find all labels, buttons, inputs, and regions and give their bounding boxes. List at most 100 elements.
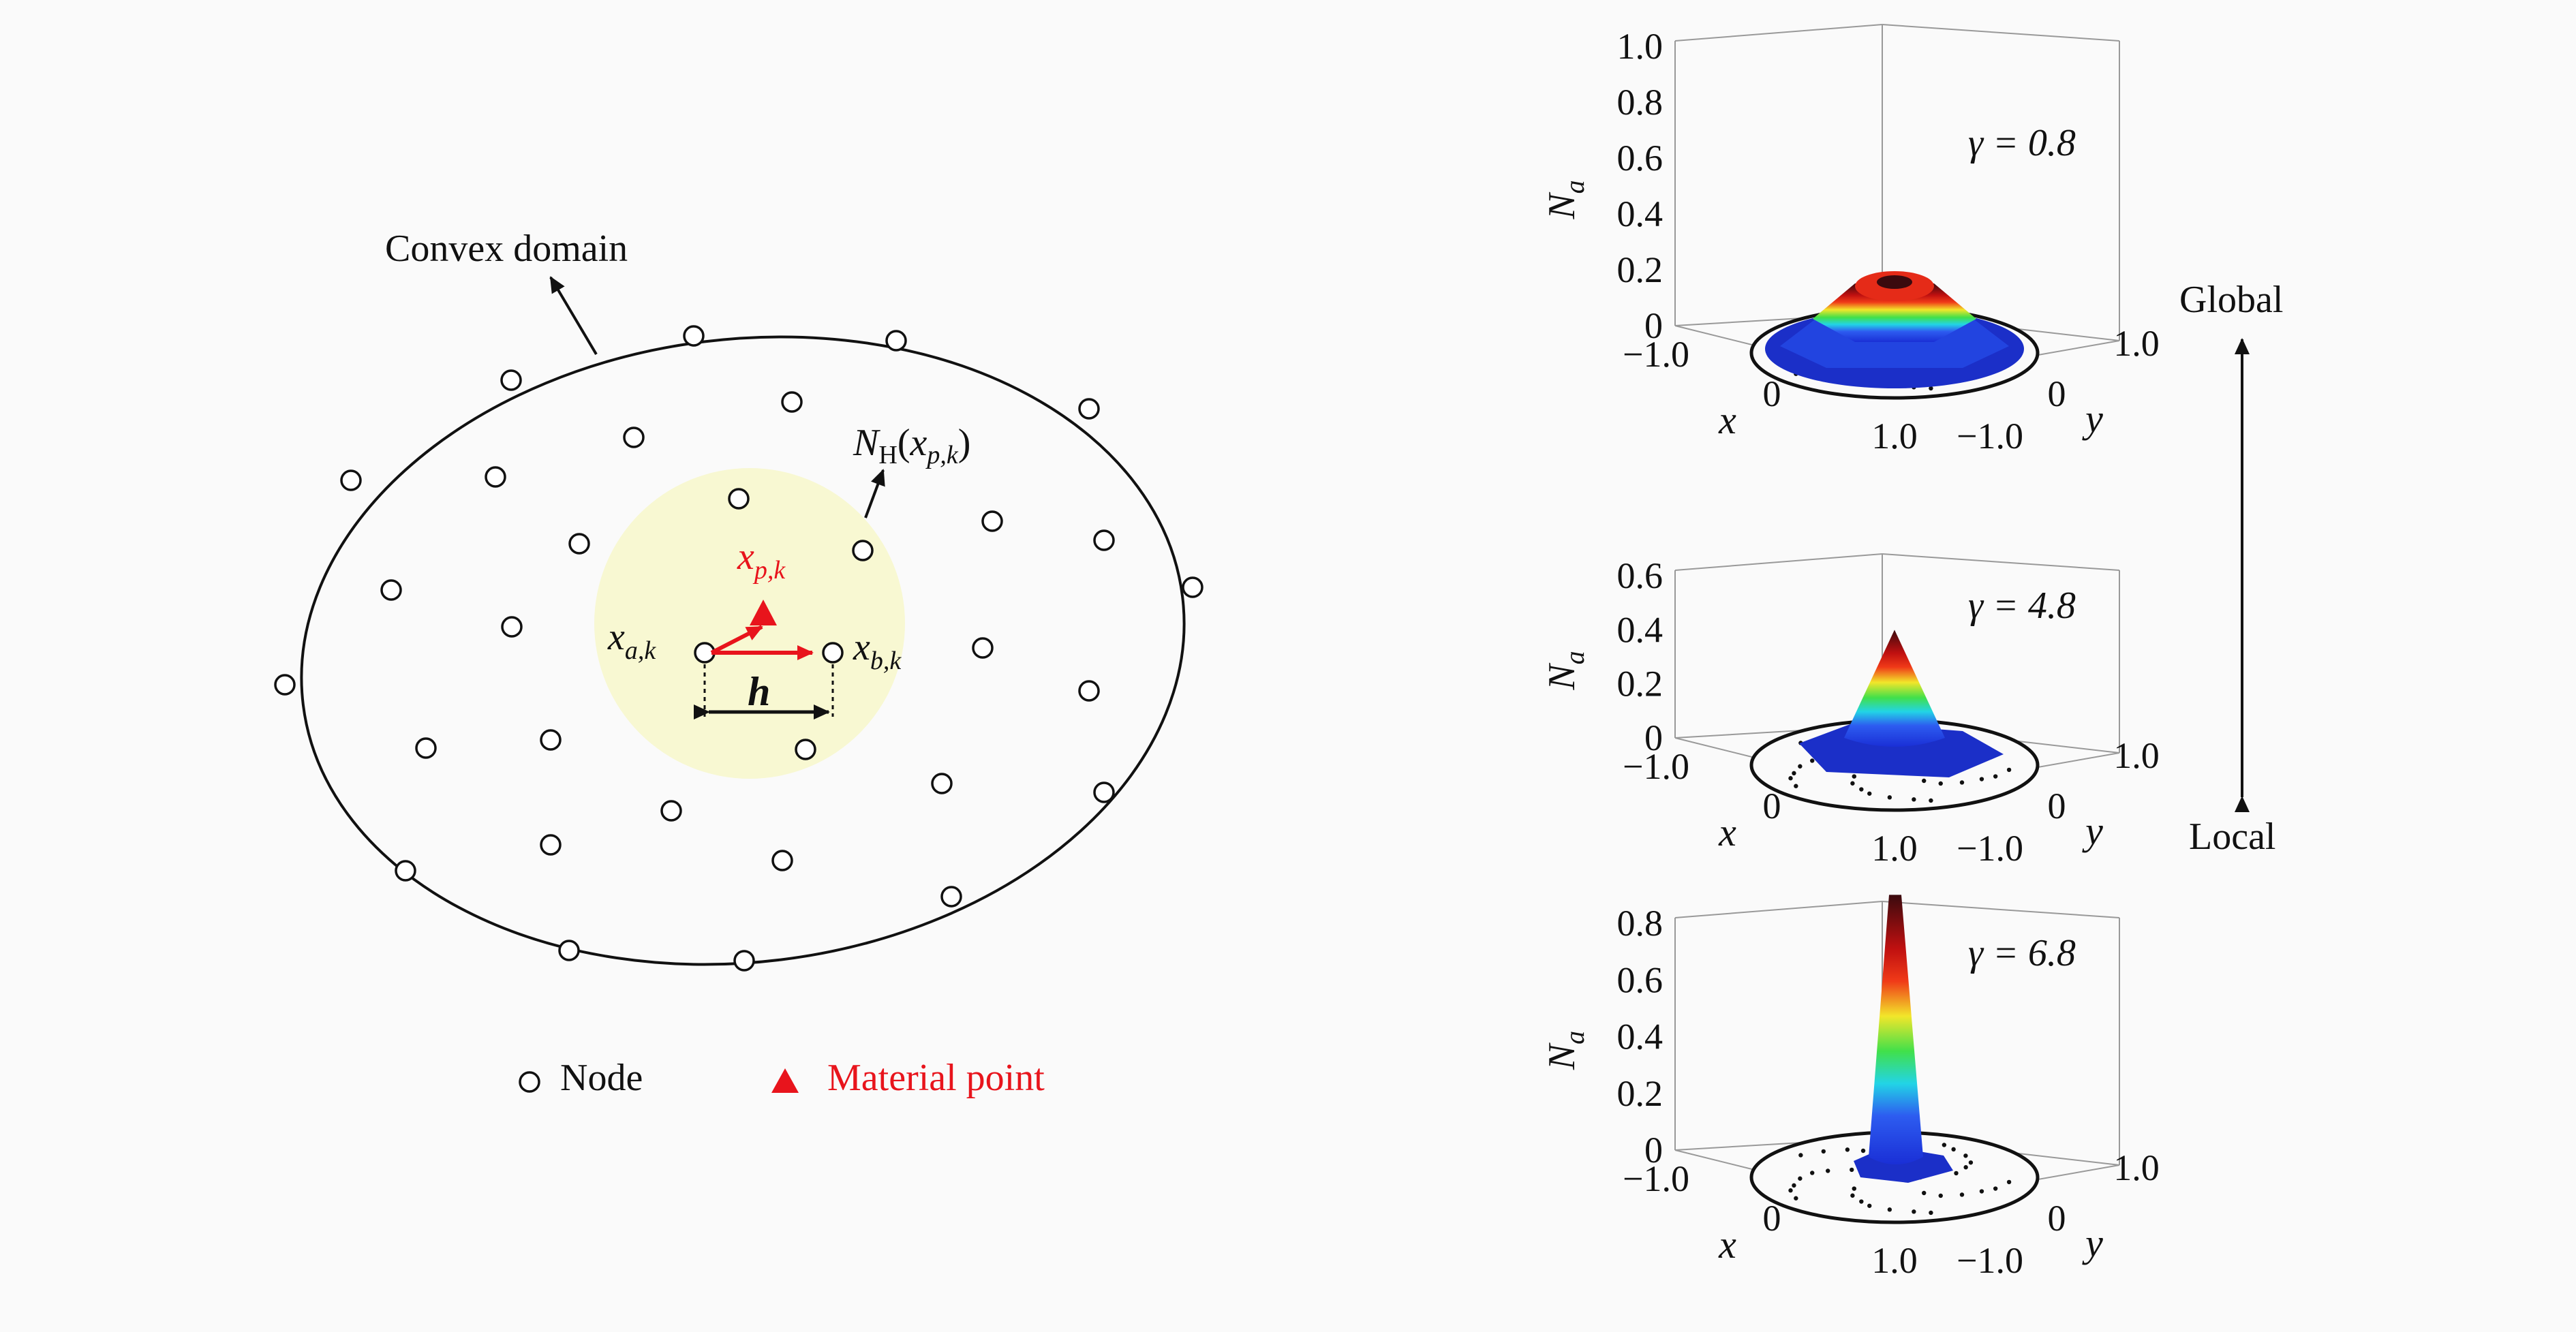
plot-node-dot bbox=[1860, 1148, 1866, 1153]
y-tick-label: −1.0 bbox=[1957, 828, 2023, 869]
z-tick-label: 0 bbox=[1644, 1130, 1663, 1171]
z-tick-label: 0.4 bbox=[1617, 1017, 1663, 1057]
plot-node-dot bbox=[1979, 777, 1984, 781]
z-axis-label: Na bbox=[1541, 1031, 1590, 1070]
node bbox=[683, 325, 705, 347]
z-axis-label: Na bbox=[1541, 180, 1590, 219]
plot-node-dot bbox=[1810, 758, 1815, 763]
z-tick-label: 0.6 bbox=[1617, 959, 1663, 1000]
x-axis-label: x bbox=[1718, 810, 1736, 854]
plot-node-dot bbox=[1852, 774, 1856, 779]
node bbox=[501, 616, 523, 638]
z-axis-label: Na bbox=[1541, 651, 1590, 690]
convex-domain-diagram: Convex domain NH(xp,k) xp,k xa,k xb,k h bbox=[274, 228, 1203, 972]
plot-node-dot bbox=[1810, 1171, 1815, 1175]
plot-node-dot bbox=[1788, 1188, 1793, 1193]
y-axis-label: y bbox=[2082, 397, 2103, 441]
y-tick-label: 0 bbox=[2048, 1198, 2066, 1239]
node bbox=[623, 427, 645, 448]
node bbox=[1093, 781, 1115, 803]
plot-node-dot bbox=[1951, 1147, 1956, 1152]
vector-to-material-point bbox=[710, 625, 763, 655]
plot-node-dot bbox=[1792, 1183, 1796, 1188]
y-axis-label: y bbox=[2082, 1221, 2103, 1265]
global-local-scale: Global Local bbox=[2179, 279, 2283, 858]
x-tick-label: −1.0 bbox=[1623, 334, 1689, 375]
gamma-label: γ = 6.8 bbox=[1968, 932, 2076, 974]
plot-node-dot bbox=[1959, 1192, 1965, 1197]
node bbox=[795, 739, 816, 760]
node bbox=[568, 533, 590, 555]
node bbox=[940, 886, 962, 908]
node bbox=[822, 642, 844, 664]
plot-node-dot bbox=[1821, 1149, 1826, 1154]
plot-node-dot bbox=[1825, 1168, 1830, 1173]
plot-node-dot bbox=[1938, 1193, 1943, 1198]
neighborhood-disk bbox=[594, 468, 905, 779]
node bbox=[781, 391, 803, 413]
node bbox=[540, 834, 562, 856]
node bbox=[1182, 576, 1203, 598]
node-a-label: xa,k bbox=[607, 616, 656, 665]
node bbox=[728, 488, 750, 510]
node bbox=[660, 800, 682, 822]
x-tick-label: 1.0 bbox=[1871, 828, 1918, 869]
plot-node-dot bbox=[1867, 1203, 1872, 1208]
plot-node-dot bbox=[1850, 1167, 1854, 1173]
x-tick-label: −1.0 bbox=[1623, 746, 1689, 787]
shape-function-surface bbox=[1854, 895, 1953, 1183]
z-tick-label: 0.6 bbox=[1617, 138, 1663, 179]
plot-node-dot bbox=[1938, 781, 1943, 786]
legend-material-icon bbox=[771, 1068, 799, 1093]
plot-node-dot bbox=[1859, 1199, 1864, 1204]
z-tick-label: 0.8 bbox=[1617, 903, 1663, 944]
neighborhood-pointer bbox=[864, 469, 885, 518]
node bbox=[395, 860, 416, 882]
plot-node-dot bbox=[1798, 1176, 1803, 1181]
y-tick-label: 0 bbox=[2048, 373, 2066, 414]
y-tick-label: 1.0 bbox=[2113, 735, 2160, 776]
z-tick-label: 0.2 bbox=[1617, 249, 1663, 290]
z-tick-label: 0.4 bbox=[1617, 193, 1663, 234]
plot-node-dot bbox=[1968, 1160, 1974, 1165]
plot-node-dot bbox=[1850, 781, 1855, 786]
plot-node-dot bbox=[1979, 1189, 1984, 1194]
node bbox=[1078, 398, 1100, 420]
plot-node-dot bbox=[1929, 1210, 1933, 1215]
material-point-label: xp,k bbox=[737, 536, 786, 585]
y-tick-label: −1.0 bbox=[1957, 1240, 2023, 1281]
node bbox=[931, 773, 953, 794]
convex-domain-boundary bbox=[300, 335, 1186, 966]
z-tick-label: 0.4 bbox=[1617, 609, 1663, 650]
plot-node-dot bbox=[2006, 767, 2012, 773]
plot-node-dot bbox=[1798, 1153, 1803, 1158]
plot-node-dot bbox=[1794, 784, 1798, 788]
global-label: Global bbox=[2179, 279, 2283, 321]
plot-node-dot bbox=[1912, 797, 1916, 802]
plot-node-dot bbox=[1794, 1196, 1798, 1201]
node bbox=[972, 637, 994, 659]
node bbox=[485, 466, 506, 488]
plot-node-dot bbox=[2006, 1179, 2012, 1185]
shape-function-surface bbox=[1765, 271, 2024, 388]
plot-node-dot bbox=[1887, 795, 1892, 800]
plot-node-dot bbox=[1788, 776, 1793, 781]
x-tick-label: 1.0 bbox=[1871, 1240, 1918, 1281]
y-tick-label: 0 bbox=[2048, 786, 2066, 826]
node bbox=[694, 642, 716, 664]
local-label: Local bbox=[2189, 816, 2275, 858]
plot-node-dot bbox=[1852, 1186, 1856, 1191]
plot-node-dot bbox=[1921, 778, 1927, 784]
plot-node-dot bbox=[1921, 1190, 1927, 1196]
z-tick-label: 1.0 bbox=[1617, 26, 1663, 67]
y-tick-label: 1.0 bbox=[2113, 1147, 2160, 1188]
plot-node-dot bbox=[1929, 798, 1933, 803]
z-tick-label: 0 bbox=[1644, 305, 1663, 346]
plot-node-dot bbox=[1942, 1143, 1947, 1147]
z-tick-label: 0 bbox=[1644, 717, 1663, 758]
plot-node-dot bbox=[1963, 1153, 1968, 1158]
